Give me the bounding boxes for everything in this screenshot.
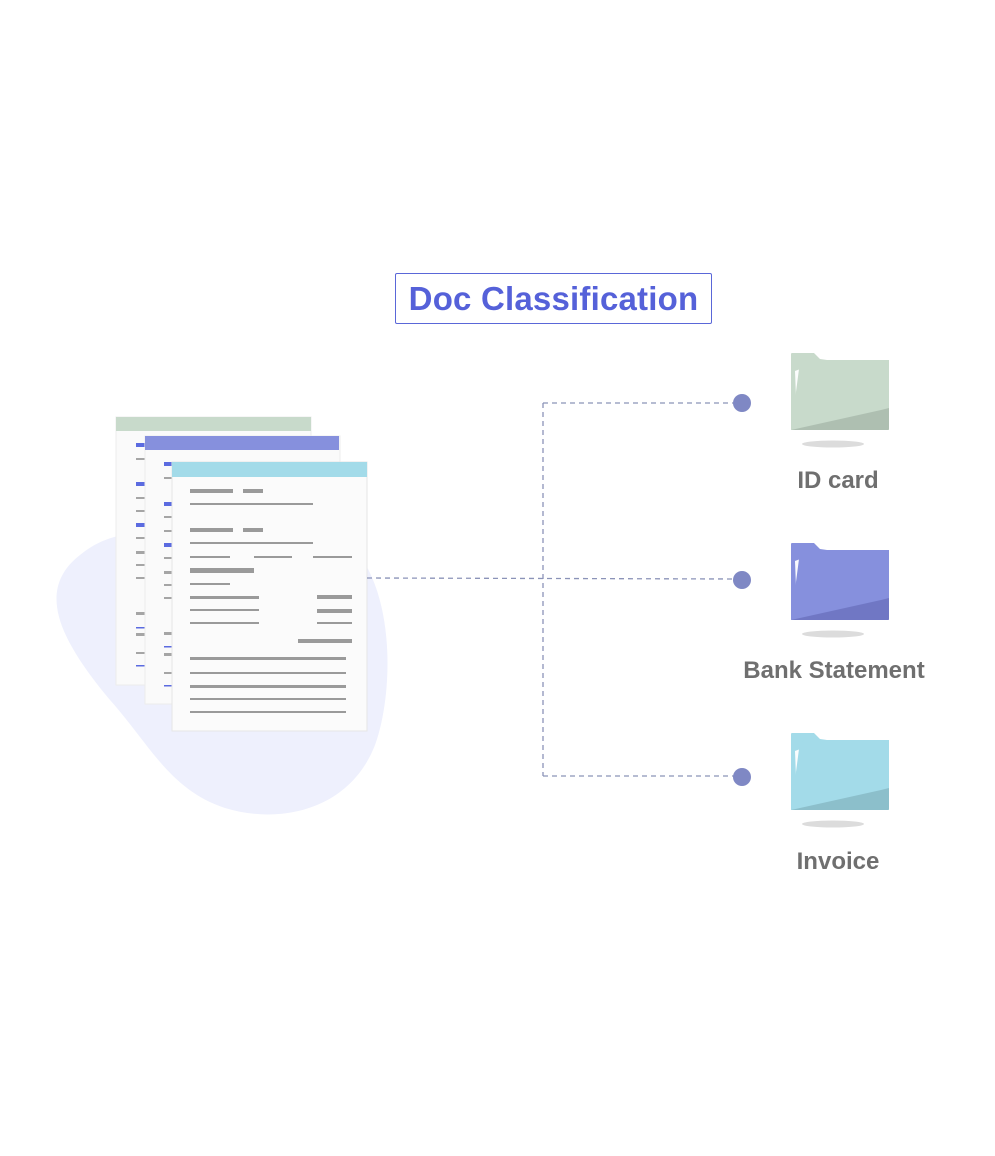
category-label-bank-statement: Bank Statement	[743, 657, 925, 684]
category-folders	[791, 353, 889, 828]
folder-icon-invoice	[791, 733, 889, 828]
connector-node-bank-statement	[733, 571, 751, 589]
document-middle-header	[145, 436, 339, 450]
connector-main	[366, 577, 738, 580]
document-back-header	[116, 417, 311, 431]
folder-icon-id-card	[791, 353, 889, 448]
connector-node-id-card	[733, 394, 751, 412]
folder-icon-bank-statement	[791, 543, 889, 638]
diagram-title: Doc Classification	[395, 273, 712, 324]
connector-node-invoice	[733, 768, 751, 786]
document-front	[171, 461, 368, 732]
document-front-header	[172, 462, 367, 477]
category-label-invoice: Invoice	[796, 848, 880, 875]
connector-lines	[366, 402, 738, 777]
category-label-id-card: ID card	[797, 467, 879, 494]
